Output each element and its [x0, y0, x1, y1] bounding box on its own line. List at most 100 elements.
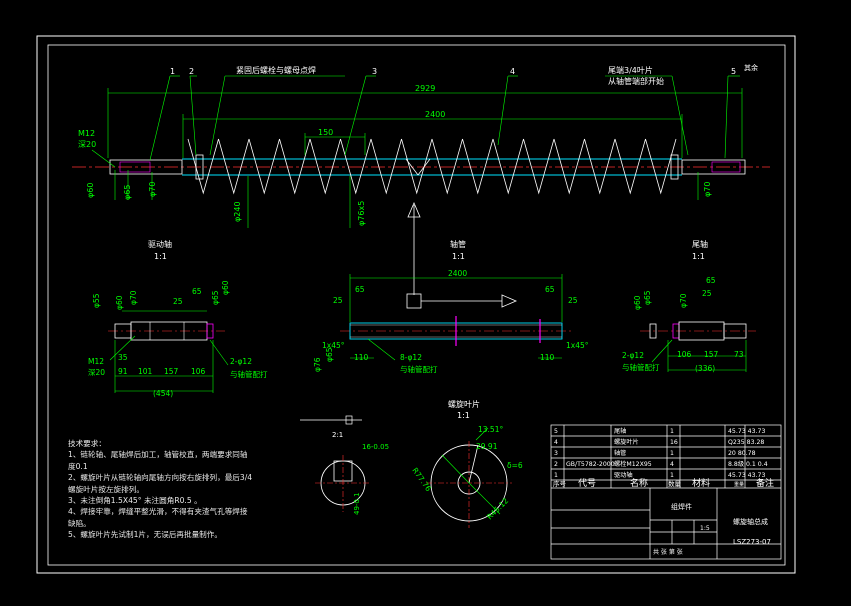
bom-cell-mat: 8.8级 0.1 0.4: [728, 460, 768, 468]
drawing-frame: [47, 44, 786, 566]
main-labels: 1 2 紧固后螺栓与螺母点焊 3 4 尾端3/4叶片 从轴管端部开始 5 其余 …: [78, 63, 758, 226]
drive-holes-note: 与轴管配打: [230, 369, 268, 379]
bom-cell-qty: 1: [670, 450, 674, 457]
dim-pitch: 150: [318, 128, 333, 137]
flight-inner: 29.91: [476, 442, 498, 451]
flight-thickness: δ=6: [507, 461, 523, 470]
flight-title: 螺旋叶片: [448, 399, 480, 409]
dim-flight-diameter: φ240: [233, 201, 242, 222]
bom-header-mat: 材料: [692, 477, 710, 489]
drive-shaft-scale: 1:1: [154, 252, 167, 261]
bom-cell-no: 5: [554, 428, 558, 435]
pipe-chamfer: 1x45°: [322, 341, 345, 350]
drive-dim-101: 101: [138, 367, 153, 376]
bom-cell-code: GB/T5782-2000: [566, 461, 615, 468]
drive-dim-d1: φ55: [92, 293, 101, 308]
weld-note: 紧固后螺栓与螺母点焊: [236, 65, 316, 75]
roughness-note: 其余: [744, 63, 758, 72]
dim-left-shaft: φ70: [148, 182, 157, 197]
bom-header-code: 代号: [578, 478, 596, 489]
bom-cell-no: 1: [554, 472, 558, 479]
drive-dim-total: (454): [153, 389, 173, 398]
dim-right-shaft: φ70: [703, 182, 712, 197]
leader-label-2: 2: [189, 67, 194, 76]
title-block: [550, 424, 782, 560]
pipe-d-outer: φ76: [313, 357, 322, 372]
drive-dim-d4: φ65: [211, 290, 220, 305]
flight-note-line1: 尾端3/4叶片: [608, 65, 653, 75]
main-dimensions: [91, 75, 743, 228]
drawing-number: LSZ273-07: [733, 538, 771, 546]
sheet-border: [36, 35, 796, 574]
main-assembly-view: [72, 138, 770, 195]
drive-dim-d2: φ60: [115, 295, 124, 310]
technical-notes: 技术要求： 1、链轮轴、尾轴焊后加工，轴管校直，两端要求同轴 度0.1 2、螺旋…: [68, 438, 308, 541]
bom-cell-name: 驱动轴: [614, 471, 633, 479]
end-shaft-view: 尾轴 1:1 φ60 φ70 φ65 25 65 106 157 73 (336…: [622, 239, 756, 373]
end-dim-73: 73: [734, 350, 744, 359]
end-holes-note: 与轴管配打: [622, 362, 660, 372]
drive-dim-157: 157: [164, 367, 179, 376]
notes-line-3: 2、螺旋叶片从链轮轴向尾轴方向按右旋排列，最后3/4: [68, 473, 253, 483]
bom-cell-name: 螺栓M12X95: [614, 460, 652, 468]
bom-cell-no: 3: [554, 450, 558, 457]
bom-header-weight: 重量: [734, 481, 744, 488]
sheet-cell: 共 张 第 张: [653, 548, 683, 556]
dim-pipe-diameter: φ76x5: [357, 201, 366, 226]
notes-line-1: 1、链轮轴、尾轴焊后加工，轴管校直，两端要求同轴: [68, 450, 248, 460]
pipe-dim-65: 65: [355, 285, 365, 294]
bom-cell-mat: Q235 83.28: [728, 439, 764, 446]
pipe-dim-25b: 25: [568, 296, 578, 305]
drive-dim-d3: φ70: [129, 290, 138, 305]
end-dim-157: 157: [704, 350, 719, 359]
bom-header-no: 序号: [553, 479, 567, 488]
flight-blank-view: 螺旋叶片 1:1 13.51° 29.91 δ=6 R45.12 R77.76: [410, 399, 523, 528]
leader-label-4: 4: [510, 67, 515, 76]
pipe-title: 轴管: [450, 239, 466, 249]
title-block-text: 序号 代号 名称 数量 材料 重量 备注 组焊件 螺旋轴总成 1:5 共 张 第…: [553, 477, 774, 556]
flight-od: R45.12: [485, 496, 510, 521]
end-dim-d2: φ70: [679, 293, 688, 308]
leader-label-3: 3: [372, 67, 377, 76]
pipe-holes: 8-φ12: [400, 353, 422, 362]
scale-cell: 1:5: [700, 525, 710, 532]
bom-cell-qty: 1: [670, 428, 674, 435]
end-dim-d1: φ60: [633, 295, 642, 310]
drive-dim-91: 91: [118, 367, 128, 376]
end-dim-total: (336): [695, 364, 715, 373]
bom-cell-mat: 45.73 43.73: [728, 472, 765, 479]
bom-cell-mat: 45.73 43.73: [728, 428, 765, 435]
drive-dim-35: 35: [118, 353, 128, 362]
notes-line-6: 4、焊接牢靠，焊缝平整光滑，不得有夹渣气孔等焊接: [68, 507, 248, 517]
dim-thread-depth: 深20: [78, 140, 96, 149]
bom-cell-no: 2: [554, 461, 558, 468]
flight-scale: 1:1: [457, 411, 470, 420]
bom-cell-name: 螺旋叶片: [614, 438, 639, 446]
pipe-holes-note: 与轴管配打: [400, 364, 438, 374]
bom-cell-qty: 16: [670, 439, 678, 446]
notes-line-2: 度0.1: [68, 461, 88, 471]
bom-header-qty: 数量: [668, 479, 682, 488]
leader-label-5: 5: [731, 67, 736, 76]
bom-cell-name: 轴管: [614, 449, 626, 457]
pipe-dim-65b: 65: [545, 285, 555, 294]
flight-angle: 13.51°: [478, 425, 503, 434]
notes-line-5: 3、未注倒角1.5X45° 未注圆角R0.5 。: [68, 496, 202, 506]
bom-cell-no: 4: [554, 439, 558, 446]
drive-dim-25: 25: [173, 297, 183, 306]
dim-flight-length: 2400: [425, 110, 445, 119]
drive-shaft-title: 驱动轴: [148, 239, 172, 249]
notes-line-4: 螺旋叶片按左旋排列。: [68, 484, 144, 494]
drive-dim-65: 65: [192, 287, 202, 296]
detail-height: 49-0.1: [353, 492, 361, 515]
part-name: 螺旋轴总成: [733, 517, 768, 526]
drive-holes: 2-φ12: [230, 357, 252, 366]
end-dim-d3: φ65: [643, 290, 652, 305]
bom-cell-mat: 20 80.78: [728, 450, 756, 457]
pipe-view: 轴管 1:1 2400 65 25 65 25 110 110 1x45° 1x…: [313, 239, 589, 374]
bom-header-remark: 备注: [756, 477, 774, 489]
notes-line-7: 缺陷。: [68, 518, 91, 528]
drive-shaft-view: 驱动轴 1:1 φ55 φ60 φ70 φ65 φ60 25 65 35 M12…: [88, 239, 268, 398]
pipe-dim-110: 110: [354, 353, 369, 362]
